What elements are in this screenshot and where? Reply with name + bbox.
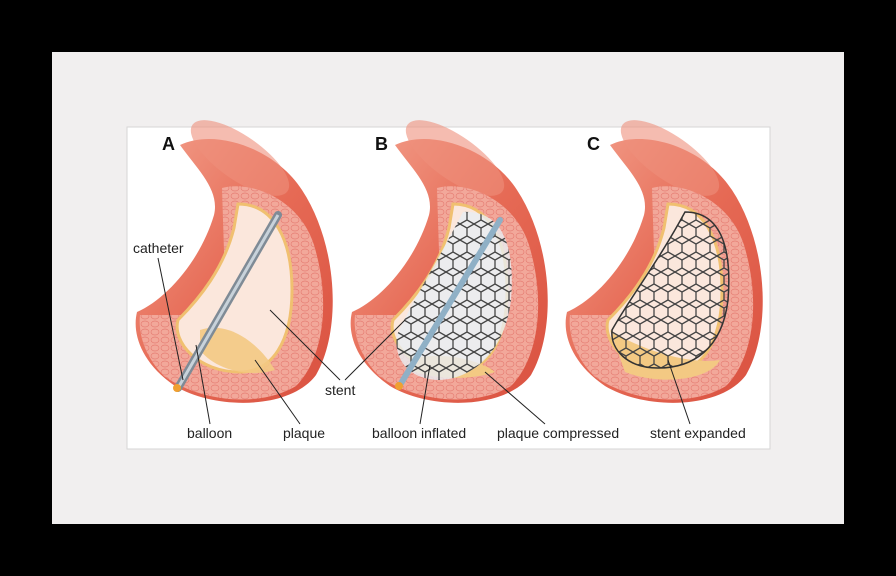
leader-catheter (157, 257, 184, 381)
panel-label-b: B (375, 134, 388, 154)
panel-label-c: C (587, 134, 600, 154)
label-plaque-compressed: plaque compressed (497, 425, 619, 441)
catheter-tip (173, 384, 181, 392)
label-stent: stent (325, 382, 355, 398)
panel-a: A catheter balloon plaque (133, 105, 335, 441)
leader-plaque (254, 359, 301, 425)
leader-stent-expanded (667, 359, 691, 425)
panel-b: B (349, 105, 550, 405)
expanded-stent-mesh (611, 211, 730, 369)
leader-balloon-inflated (419, 364, 431, 425)
leader-stent-b (344, 319, 406, 381)
leader-stent-a (269, 309, 341, 381)
label-balloon: balloon (187, 425, 232, 441)
catheter-wire (176, 214, 280, 389)
label-balloon-inflated: balloon inflated (372, 425, 466, 441)
label-plaque: plaque (283, 425, 325, 441)
panel-label-a: A (162, 134, 175, 154)
label-catheter: catheter (133, 240, 184, 256)
leader-balloon (195, 344, 211, 425)
label-stent-expanded: stent expanded (650, 425, 746, 441)
leader-plaque-compressed (484, 371, 546, 425)
panel-c: C (564, 105, 765, 405)
